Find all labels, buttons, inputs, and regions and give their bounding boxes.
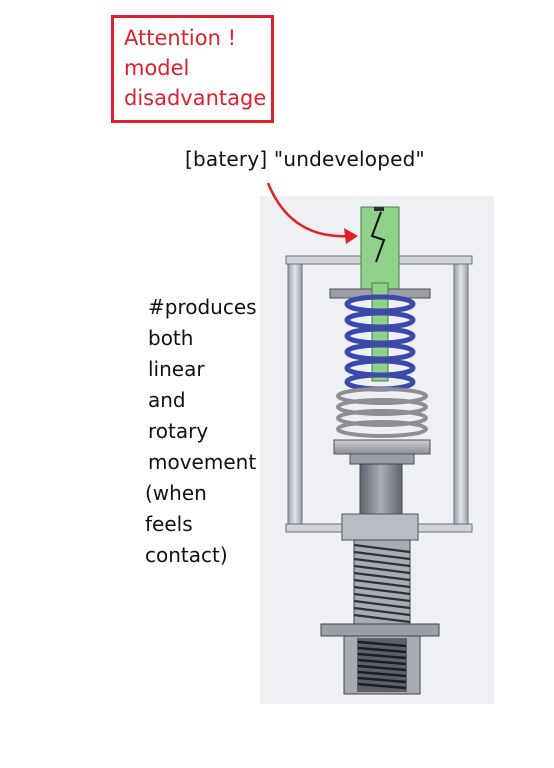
threaded-screw bbox=[353, 539, 411, 627]
desc-line: contact) bbox=[145, 543, 228, 567]
desc-line: feels bbox=[145, 512, 193, 536]
desc-line: (when bbox=[145, 481, 207, 505]
desc-line: and bbox=[148, 388, 186, 412]
attention-line-3: disadvantage bbox=[124, 86, 267, 110]
lower-flange bbox=[320, 623, 440, 637]
bottom-block bbox=[341, 513, 419, 541]
middle-nut bbox=[333, 439, 431, 465]
arrow-to-battery bbox=[266, 182, 358, 244]
frame-posts bbox=[287, 261, 469, 531]
battery-label: [batery] "undeveloped" bbox=[185, 147, 425, 171]
attention-box: Attention ! model disadvantage bbox=[111, 15, 274, 123]
bottom-housing bbox=[343, 635, 421, 695]
battery-block bbox=[360, 206, 400, 292]
movement-description: #produces both linear and rotary movemen… bbox=[145, 292, 257, 571]
central-shaft bbox=[359, 463, 403, 517]
attention-title: Attention ! bbox=[124, 26, 237, 50]
lower-spring bbox=[336, 387, 428, 438]
desc-line: rotary bbox=[148, 419, 209, 443]
desc-line: linear bbox=[148, 357, 205, 381]
desc-line: both bbox=[148, 326, 194, 350]
desc-line: #produces bbox=[148, 295, 257, 319]
upper-spring bbox=[344, 294, 416, 392]
desc-line: movement bbox=[148, 450, 257, 474]
attention-line-2: model bbox=[124, 56, 190, 80]
